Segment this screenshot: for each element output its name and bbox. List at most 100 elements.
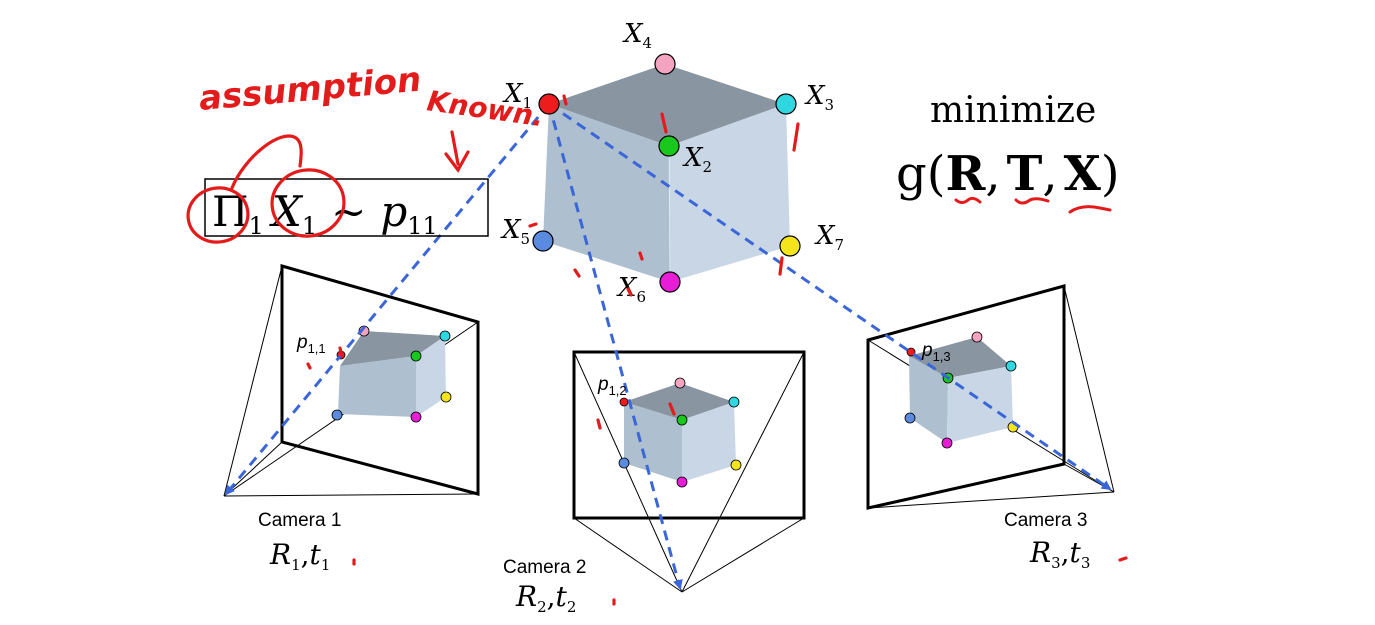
camera-1-frustum [223, 264, 480, 497]
camera-2-params: R2,t2 [515, 580, 576, 616]
label-x1: X1 [502, 79, 532, 112]
marker [439, 330, 451, 342]
known-arrow-head [444, 150, 470, 173]
small-cube-left [338, 356, 416, 417]
label-x3: X3 [804, 81, 834, 114]
camera-3-label: Camera 3 [1004, 510, 1087, 531]
small-cube-left [909, 356, 948, 443]
ink-mark [1118, 556, 1128, 562]
marker [619, 397, 629, 407]
label-p13: p1,3 [921, 340, 951, 364]
cube-points [532, 53, 801, 293]
frustum-ray [681, 517, 805, 593]
cube-right-face [669, 104, 790, 282]
circle-point [270, 168, 346, 238]
camera-3-params: R3,t3 [1029, 536, 1090, 572]
equation-box [204, 178, 489, 237]
label-x6: X6 [616, 273, 646, 306]
small-cube-right [682, 402, 736, 482]
marker [904, 412, 916, 424]
marker [730, 459, 742, 471]
known-annotation: Known. [425, 84, 546, 133]
ink-mark [778, 256, 784, 276]
cube-top-face [549, 64, 786, 146]
marker [1005, 360, 1017, 372]
ink-mark [338, 346, 344, 358]
camera-3-frustum [866, 284, 1115, 510]
known-arrow-shaft [450, 130, 460, 166]
marker [676, 414, 688, 426]
objective: minimize g(R,T,X) [896, 90, 1120, 214]
marker [676, 476, 688, 488]
point-x4-marker [654, 53, 676, 75]
camera-2-frustum [572, 350, 806, 593]
point-x5-marker [532, 230, 554, 252]
frustum-ray [1063, 463, 1115, 493]
point-x6-marker [659, 271, 681, 293]
ink-mark [626, 287, 633, 297]
camera-1-label: Camera 1 [258, 510, 341, 531]
point-x2-marker [658, 135, 680, 157]
minimize-label: minimize [930, 90, 1096, 131]
small-cube-top [340, 331, 445, 366]
frustum-ray [573, 517, 683, 593]
cube-left-face [543, 104, 670, 282]
main-cube [543, 64, 790, 283]
label-x2: X2 [682, 143, 712, 176]
label-p11: p1,1 [296, 332, 326, 356]
frustum-ray [867, 491, 1115, 509]
small-cube-top [624, 383, 734, 420]
small-cube-left [624, 402, 682, 482]
underline-t [1014, 197, 1050, 205]
point-labels: X1 X2 X3 X4 X5 X6 X7 [500, 19, 844, 306]
ink-strokes [186, 94, 1128, 606]
ink-mark [562, 94, 568, 106]
label-x4: X4 [622, 19, 652, 52]
objective-function: g(R,T,X) [896, 146, 1120, 202]
underline-x [1068, 205, 1112, 214]
label-p12: p1,2 [597, 374, 627, 398]
camera-captions: Camera 1 R1,t1 Camera 2 R2,t2 Camera 3 R… [258, 510, 1090, 616]
ink-mark [596, 418, 602, 430]
ray-to-camera-2 [547, 103, 683, 590]
frustum-ray [223, 265, 283, 497]
ink-mark [306, 362, 312, 370]
small-cube-right [947, 366, 1013, 443]
ink-mark [638, 251, 644, 261]
small-cube-right [416, 336, 446, 417]
objective-underlines [954, 196, 1112, 214]
label-x7: X7 [814, 221, 844, 254]
ray-to-camera-3 [548, 102, 1112, 491]
marker [410, 350, 422, 362]
assumption-annotation: assumption [197, 60, 422, 119]
point-x7-marker [779, 235, 801, 257]
marker [941, 437, 953, 449]
image-point-labels: p1,1 p1,2 p1,3 [296, 332, 951, 398]
marker [618, 457, 630, 469]
arrow-to-assumption [230, 134, 303, 190]
marker [906, 347, 916, 357]
projection-rays [224, 102, 1112, 590]
ink-mark [573, 268, 581, 278]
frustum-ray [223, 493, 479, 497]
marker [971, 331, 983, 343]
ink-mark [792, 122, 800, 152]
frustum-ray [1063, 285, 1115, 493]
circle-projection [186, 186, 250, 244]
ink-mark [668, 402, 676, 416]
ink-mark [660, 112, 668, 134]
frustum-ray [681, 351, 805, 593]
camera-2-label: Camera 2 [503, 557, 586, 578]
frustum-ray [573, 351, 683, 593]
marker [728, 396, 740, 408]
camera-1-params: R1,t1 [269, 538, 330, 574]
marker [440, 391, 452, 403]
marker [331, 409, 343, 421]
cube-edge [668, 145, 671, 283]
point-x3-marker [775, 93, 797, 115]
marker [674, 377, 686, 389]
marker [410, 411, 422, 423]
